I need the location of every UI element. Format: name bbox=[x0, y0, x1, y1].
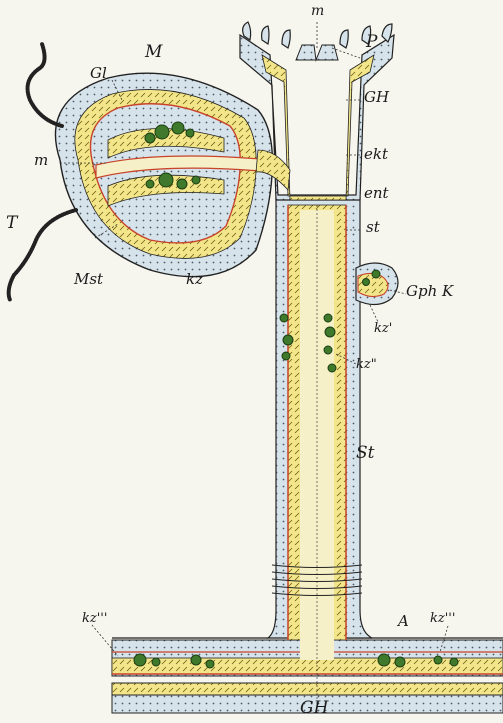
label-T: T bbox=[6, 215, 17, 232]
label-kz: kz bbox=[186, 272, 203, 287]
label-ent: ent bbox=[364, 186, 389, 201]
label-GH-upper: GH bbox=[364, 90, 389, 105]
label-kz-triple-right: kz''' bbox=[430, 612, 455, 625]
label-st: st bbox=[366, 220, 380, 235]
label-Mst: Mst bbox=[74, 272, 103, 287]
label-A: A bbox=[398, 614, 409, 629]
label-kz-double-prime: kz" bbox=[356, 358, 377, 371]
gonophore-bud bbox=[356, 263, 398, 305]
label-ekt: ekt bbox=[364, 147, 388, 162]
label-GH-bottom: GH bbox=[300, 700, 328, 717]
label-Gl: Gl bbox=[90, 66, 107, 81]
label-m-top: m bbox=[311, 3, 324, 19]
label-m-side: m bbox=[34, 153, 48, 168]
label-kz-prime: kz' bbox=[374, 322, 392, 335]
label-P: P bbox=[366, 34, 377, 51]
label-Gph-K: Gph K bbox=[406, 284, 453, 299]
label-kz-triple-left: kz''' bbox=[82, 612, 107, 625]
medusa-bud bbox=[55, 73, 290, 276]
label-M: M bbox=[145, 44, 162, 61]
label-St: St bbox=[356, 445, 374, 462]
